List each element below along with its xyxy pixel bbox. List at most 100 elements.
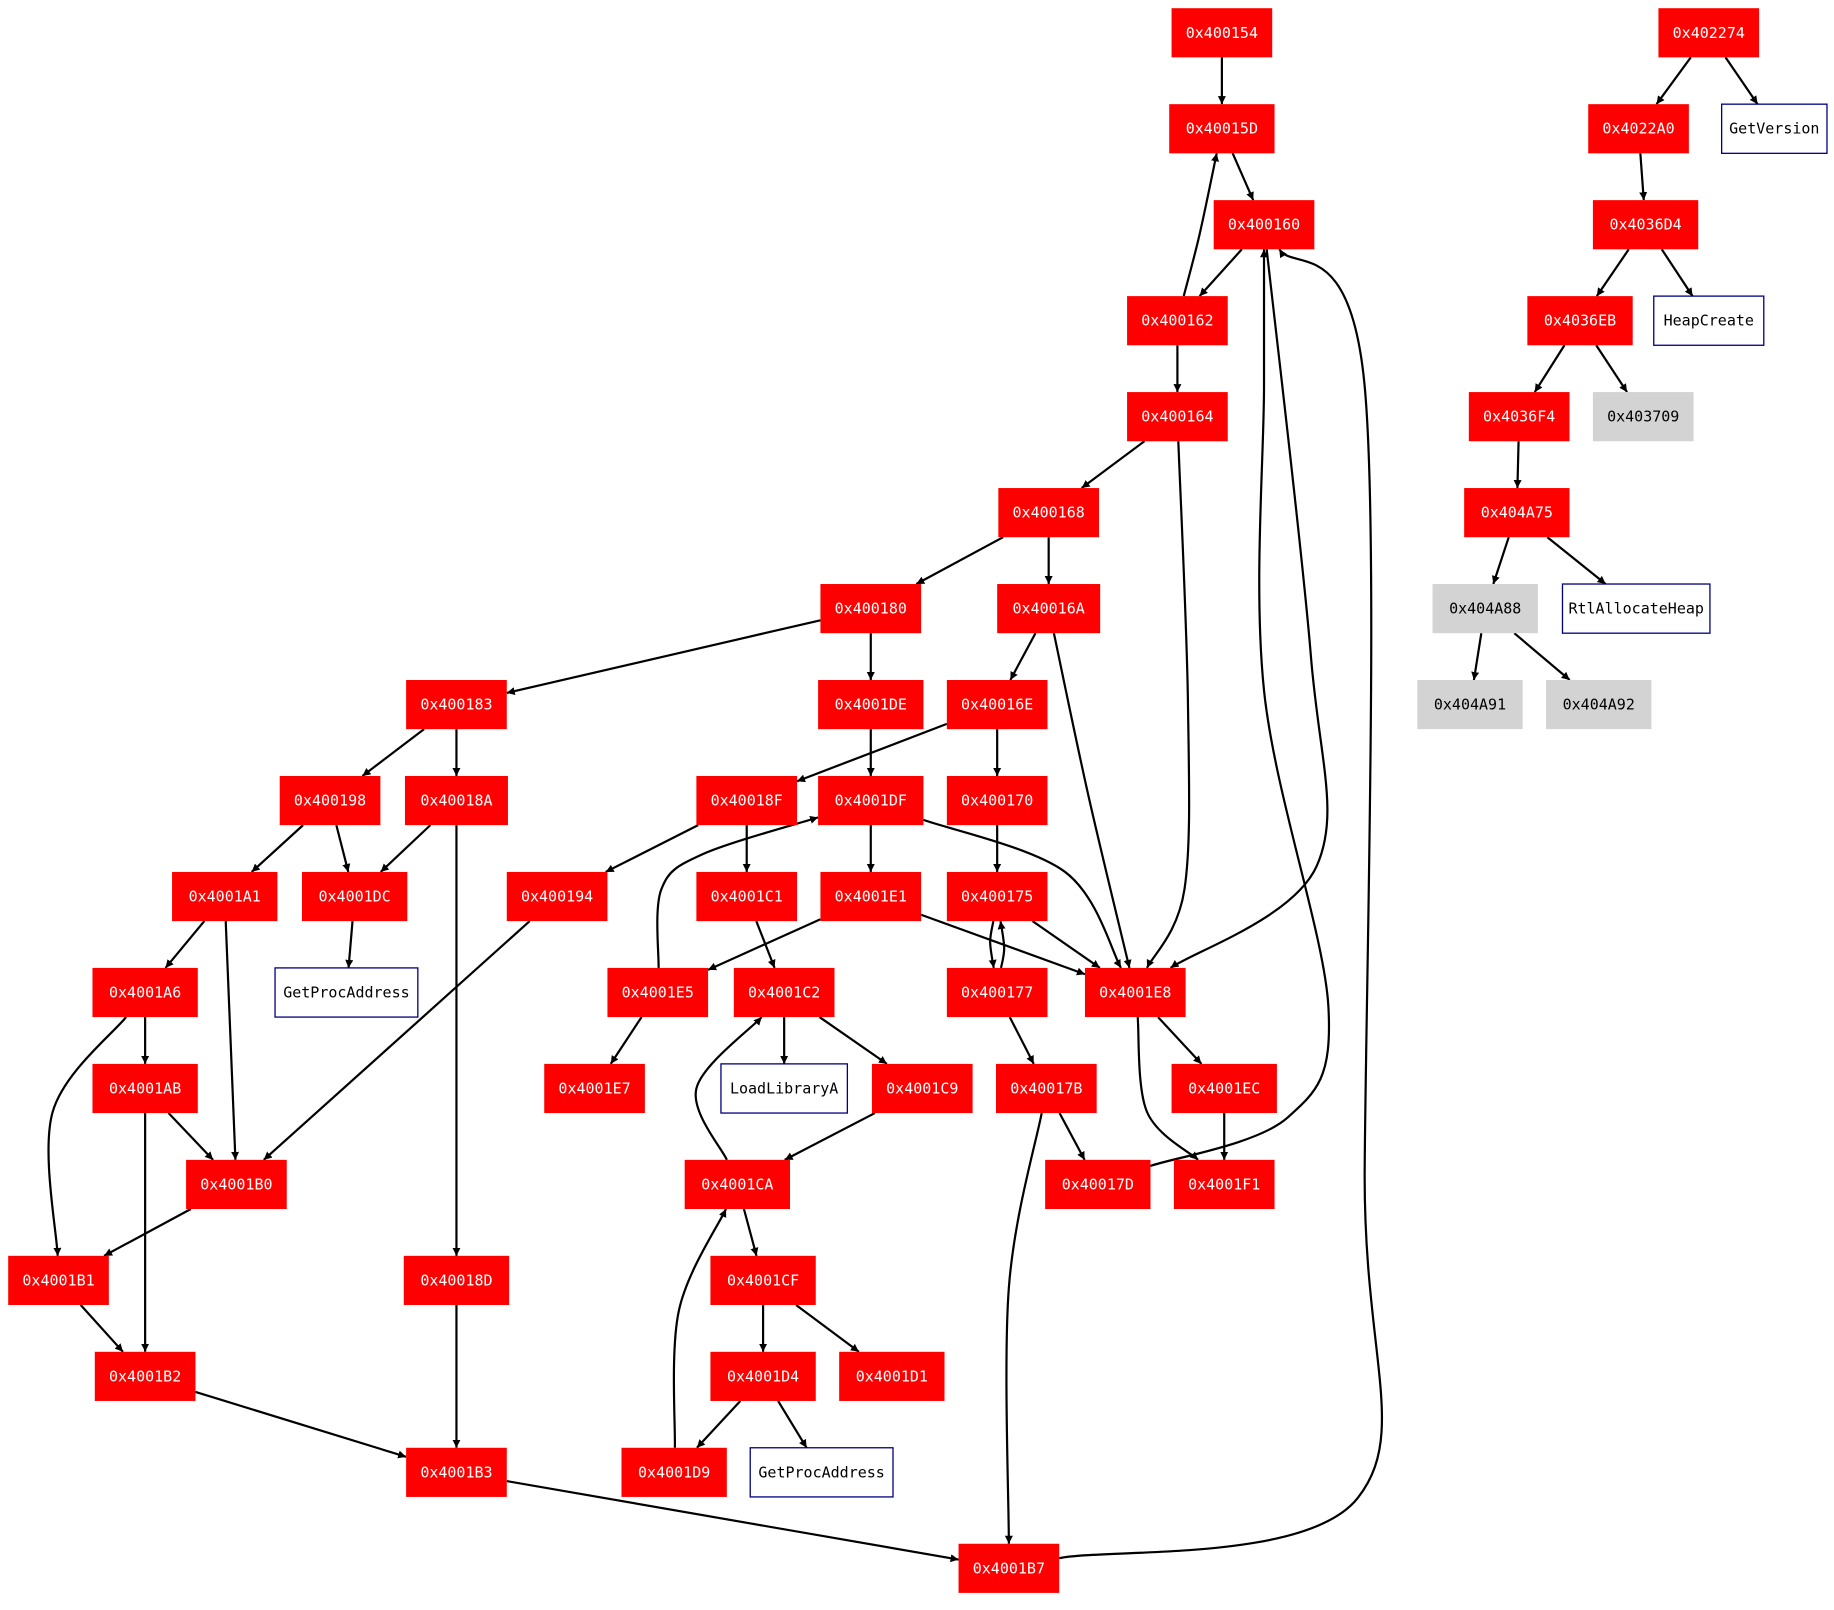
edge-n400198-to-n4001DC — [335, 824, 351, 873]
edge-n400168-to-n400180 — [915, 536, 1004, 585]
edge-n4001D4-to-n4001D9 — [696, 1400, 742, 1449]
edge-n4036D4-to-n4036EB — [1595, 248, 1630, 297]
node-label: 0x4001B3 — [420, 1463, 492, 1481]
edge-n4001B0-to-n4001B1 — [103, 1208, 192, 1257]
edge-n4036EB-to-n4036F4 — [1533, 344, 1566, 393]
node-box — [1127, 296, 1228, 346]
edge-n40015D-to-n400160 — [1231, 152, 1255, 201]
node-label: 0x4036D4 — [1609, 216, 1681, 234]
node-label: 0x4001E1 — [835, 888, 907, 906]
edge-n4001AB-to-n4001B0 — [167, 1112, 214, 1161]
node-label: 0x4036EB — [1544, 312, 1616, 330]
node-label: 0x4001DC — [319, 888, 391, 906]
node-box — [186, 1159, 287, 1210]
node-n400170: 0x400170 — [946, 775, 1048, 826]
edge-n400194-to-n4001B0 — [263, 920, 531, 1161]
node-label: 0x40015D — [1186, 120, 1258, 138]
node-n4001A1: 0x4001A1 — [172, 871, 278, 922]
node-label: 0x402274 — [1673, 24, 1745, 42]
node-box — [946, 775, 1048, 826]
node-n400175: 0x400175 — [946, 871, 1048, 922]
node-label: 0x4001DE — [835, 696, 907, 714]
node-label: 0x40017B — [1010, 1079, 1082, 1097]
edge-n4001CA-to-n4001C2 — [694, 1016, 763, 1161]
edge-n4001B2-to-n4001B3 — [195, 1390, 407, 1459]
edge-n40018F-to-n400194 — [605, 824, 699, 873]
node-n400164: 0x400164 — [1127, 392, 1228, 442]
node-box — [274, 967, 419, 1018]
node-label: 0x4001A6 — [109, 983, 181, 1001]
node-n4001E8: 0x4001E8 — [1084, 967, 1186, 1018]
edge-n400164-to-n4001E8 — [1146, 441, 1191, 969]
edge-n4001B1-to-n4001B2 — [79, 1304, 124, 1353]
node-n4001EC: 0x4001EC — [1171, 1063, 1277, 1114]
node-box — [1045, 1159, 1151, 1210]
edge-n4001C2-to-n4001C9 — [818, 1016, 888, 1065]
node-box — [94, 1351, 196, 1401]
node-n4001E1: 0x4001E1 — [820, 871, 922, 922]
node-box — [818, 679, 924, 730]
node-box — [1169, 104, 1275, 154]
node-n4001D9: 0x4001D9 — [621, 1447, 727, 1497]
node-box — [506, 871, 608, 922]
node-n4001DC: 0x4001DC — [301, 871, 408, 922]
edge-n400164-to-n400168 — [1080, 440, 1146, 489]
node-n402274: 0x402274 — [1658, 8, 1760, 58]
node-label: 0x400164 — [1141, 408, 1213, 426]
node-label: 0x404A88 — [1449, 600, 1521, 618]
node-n4001B7: 0x4001B7 — [958, 1543, 1060, 1593]
node-box — [1592, 392, 1694, 442]
node-label: 0x4001B1 — [22, 1271, 94, 1289]
node-label: 0x404A75 — [1481, 504, 1553, 522]
node-box — [946, 871, 1048, 922]
node-label: 0x4001A1 — [189, 888, 261, 906]
edge-n4036F4-to-n404A75 — [1513, 441, 1522, 489]
node-box — [621, 1447, 727, 1497]
node-n40018A: 0x40018A — [404, 775, 508, 826]
node-box — [1173, 1159, 1275, 1210]
node-label: 0x400177 — [961, 983, 1033, 1001]
edge-n40017B-to-n40017D — [1058, 1112, 1086, 1161]
node-box — [1171, 1063, 1277, 1114]
edge-n402274-to-n4022A0 — [1655, 56, 1692, 105]
node-box — [733, 967, 835, 1018]
node-n400198: 0x400198 — [279, 775, 381, 826]
node-n4001D4: 0x4001D4 — [710, 1351, 816, 1401]
edge-n4001C9-to-n4001CA — [784, 1112, 876, 1161]
edge-n402274-to-getversion — [1724, 56, 1759, 105]
node-n4001B3: 0x4001B3 — [406, 1447, 507, 1497]
node-box — [92, 967, 198, 1018]
node-n400168: 0x400168 — [998, 488, 1099, 538]
node-box — [1213, 200, 1315, 250]
node-label: GetProcAddress — [283, 983, 409, 1001]
edge-n400160-to-n400162 — [1198, 248, 1243, 297]
node-n404A92: 0x404A92 — [1546, 679, 1652, 730]
node-label: 0x4001C2 — [748, 983, 820, 1001]
node-box — [1127, 392, 1228, 442]
node-n40015D: 0x40015D — [1169, 104, 1275, 154]
node-box — [1561, 583, 1711, 634]
node-label: GetProcAddress — [758, 1463, 884, 1481]
node-label: 0x404A91 — [1434, 696, 1506, 714]
node-box — [958, 1543, 1060, 1593]
node-box — [749, 1447, 894, 1498]
edge-n400183-to-n400198 — [361, 728, 425, 777]
node-label: 0x40016E — [961, 696, 1033, 714]
node-box — [998, 488, 1099, 538]
node-box — [818, 775, 924, 826]
node-n40018D: 0x40018D — [403, 1255, 510, 1305]
node-n4001B0: 0x4001B0 — [186, 1159, 287, 1210]
node-label: 0x4001E5 — [622, 983, 694, 1001]
node-label: LoadLibraryA — [730, 1079, 838, 1097]
edge-n4001CF-to-n4001D1 — [795, 1304, 860, 1353]
node-label: 0x4001DF — [835, 792, 907, 810]
edge-n4001E1-to-n4001E5 — [707, 918, 821, 971]
node-n4036F4: 0x4036F4 — [1468, 392, 1570, 442]
node-label: 0x400168 — [1013, 504, 1085, 522]
edge-n4001E5-to-n4001DF — [656, 815, 819, 968]
edge-n4001DC-to-gpa1 — [345, 921, 354, 969]
node-label: 0x4001F1 — [1188, 1175, 1260, 1193]
node-box — [172, 871, 278, 922]
node-label: 0x4036F4 — [1483, 408, 1555, 426]
node-label: 0x4001CF — [727, 1271, 799, 1289]
